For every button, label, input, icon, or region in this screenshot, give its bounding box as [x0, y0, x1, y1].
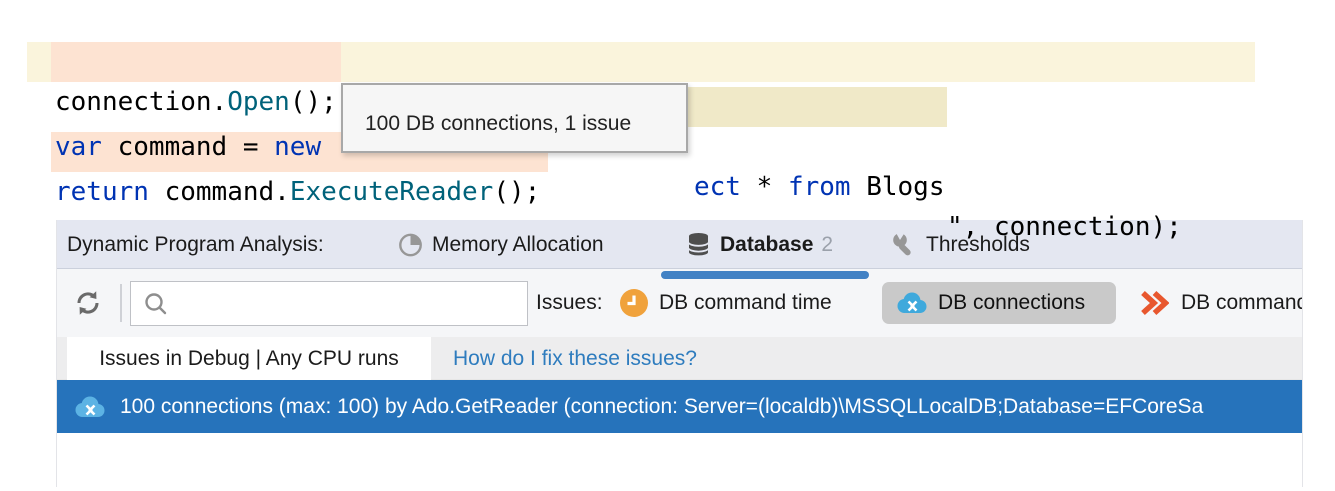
issues-label: Issues: [536, 291, 603, 314]
search-icon [145, 292, 167, 314]
database-icon [688, 233, 709, 256]
how-to-fix-link[interactable]: How do I fix these issues? [453, 346, 697, 370]
code-line-2-left: var command = new [55, 132, 322, 162]
tab-memory-allocation[interactable]: Memory Allocation [397, 220, 604, 269]
clock-icon [620, 289, 648, 317]
issue-highlight-line1 [51, 42, 341, 82]
search-input[interactable] [169, 283, 527, 324]
panel-title: Dynamic Program Analysis: [67, 232, 324, 256]
code-line-3-text: return command.ExecuteReader(); [55, 177, 541, 207]
wrench-icon [893, 231, 911, 256]
refresh-button[interactable] [73, 269, 103, 337]
issue-row-selected[interactable]: 100 connections (max: 100) by Ado.GetRea… [57, 380, 1302, 433]
tab-database[interactable]: Database 2 [685, 220, 833, 269]
filter-db-command-time[interactable]: DB command time [619, 269, 832, 337]
dpa-tooltip: 100 DB connections, 1 issue [341, 83, 688, 153]
dpa-toolbar: Issues: DB command time DB con [57, 269, 1302, 337]
code-line-1-text: connection.Open(); [55, 87, 337, 117]
search-box[interactable] [130, 281, 528, 326]
code-line-2-right: ", connection); [947, 212, 1182, 242]
dpa-tooltip-text: 100 DB connections, 1 issue [365, 112, 632, 135]
active-tab-indicator [661, 271, 869, 279]
sql-string-highlight [684, 87, 947, 127]
dpa-panel: Dynamic Program Analysis: Memory Allocat… [56, 220, 1303, 487]
pie-chart-icon [399, 233, 422, 257]
toolbar-separator [120, 284, 122, 322]
db-connections-cloud-icon [897, 292, 927, 313]
dpa-panel-header: Dynamic Program Analysis: Memory Allocat… [57, 220, 1302, 269]
db-connections-cloud-icon [75, 396, 105, 417]
issue-row-text: 100 connections (max: 100) by Ado.GetRea… [120, 394, 1204, 418]
database-tab-count: 2 [821, 232, 834, 256]
refresh-icon [77, 291, 99, 315]
issues-tab-bar: Issues in Debug | Any CPU runs How do I … [57, 337, 1302, 380]
code-line-3: return command.ExecuteReader(); [0, 132, 1335, 207]
filter-db-connections[interactable]: DB connections [882, 282, 1116, 324]
double-chevron-icon [1141, 290, 1169, 316]
tab-issues-in-debug[interactable]: Issues in Debug | Any CPU runs [67, 337, 431, 380]
filter-db-commands[interactable]: DB commands [1139, 269, 1302, 337]
code-line-1: connection.Open(); [0, 42, 1335, 117]
tab-thresholds[interactable]: Thresholds [891, 220, 1030, 269]
code-line-2: var command = new ect * from Blogs ", co… [0, 87, 1335, 242]
code-line-2-sql: ect * from Blogs [694, 172, 945, 202]
